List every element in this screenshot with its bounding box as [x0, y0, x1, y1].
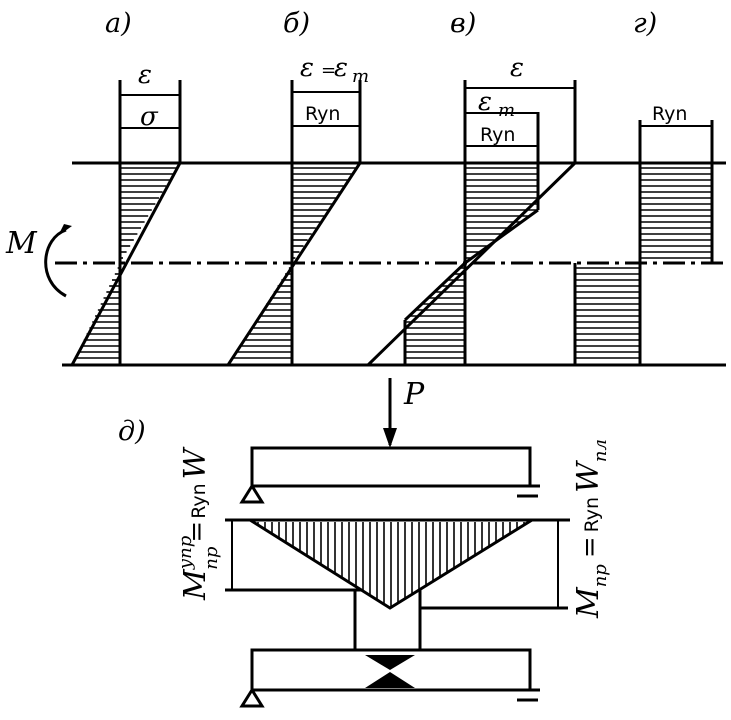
formula-m: M — [178, 568, 213, 601]
panel-label-a: а) — [105, 8, 132, 39]
hinge-zone-top — [365, 655, 415, 670]
panel-v: ε ε т Ryn — [366, 53, 577, 367]
pin-support-left — [239, 483, 265, 504]
sigma-label-a: σ — [140, 102, 159, 132]
beam-top: P — [239, 377, 540, 504]
ryn-label-b: Ryn — [305, 103, 340, 125]
plastic-moment-formula: Mпр = Ryn Wпл — [571, 439, 611, 619]
moment-arrow-head — [58, 224, 72, 236]
formula-ryn: Ryn — [188, 483, 210, 518]
formula-sub-right: пр — [590, 564, 611, 588]
panel-label-b: б) — [283, 8, 310, 39]
eps-label-b: ε — [300, 53, 314, 83]
svg-text:Mпр=RynWпл: Mпр = Ryn Wпл — [571, 439, 611, 619]
formula-eq-right: = — [575, 536, 605, 558]
moment-diagram — [225, 518, 570, 610]
formula-m-right: M — [571, 586, 606, 619]
eps-label-a: ε — [138, 60, 152, 90]
panel-label-d: д) — [118, 416, 146, 447]
stress-line-b — [226, 162, 362, 366]
beam-body — [250, 446, 532, 488]
eps-label-v: ε — [510, 53, 524, 83]
plastic-hinge — [239, 590, 540, 708]
hatching-g — [575, 167, 712, 359]
panel-b: ε = ε т Ryn — [226, 53, 369, 366]
formula-wsub-right: пл — [590, 439, 611, 462]
formula-ryn-right: Ryn — [581, 497, 603, 532]
pin-support-lower-left — [239, 687, 265, 708]
moment-hatching — [257, 522, 525, 607]
stress-top-slope-v — [464, 208, 539, 265]
stress-line-a — [70, 162, 182, 366]
ryn-label-g: Ryn — [652, 103, 687, 125]
load-label: P — [403, 377, 425, 412]
formula-eq: = — [182, 521, 212, 543]
hatching-v — [405, 167, 538, 359]
formula-w-right: W — [571, 460, 606, 493]
formula-sup: упр — [175, 535, 196, 570]
load-arrow-head — [383, 428, 397, 448]
moment-triangle — [244, 518, 538, 610]
strain-line-v — [366, 161, 577, 367]
stress-bottom-slope-v — [403, 261, 467, 322]
moment-arrow — [44, 228, 67, 298]
eps-t-label-b: ε — [334, 53, 348, 83]
hinge-zone-bottom — [365, 672, 415, 688]
eps-t-sub-v: т — [498, 100, 515, 121]
beam-lower-body — [250, 648, 532, 692]
panel-label-g: г) — [633, 8, 657, 39]
ryn-label-v: Ryn — [480, 124, 515, 146]
panel-g: Ryn — [573, 103, 714, 365]
eps-t-label-v: ε — [478, 87, 492, 117]
formula-sub: пр — [201, 546, 222, 570]
formula-w: W — [178, 446, 213, 479]
moment-label: M — [5, 226, 38, 261]
panel-label-v: в) — [450, 8, 476, 39]
hatching-b — [232, 167, 357, 359]
eq-label-b: = — [321, 60, 336, 81]
eps-t-sub-b: т — [352, 66, 369, 87]
panel-a: ε σ — [70, 60, 182, 366]
